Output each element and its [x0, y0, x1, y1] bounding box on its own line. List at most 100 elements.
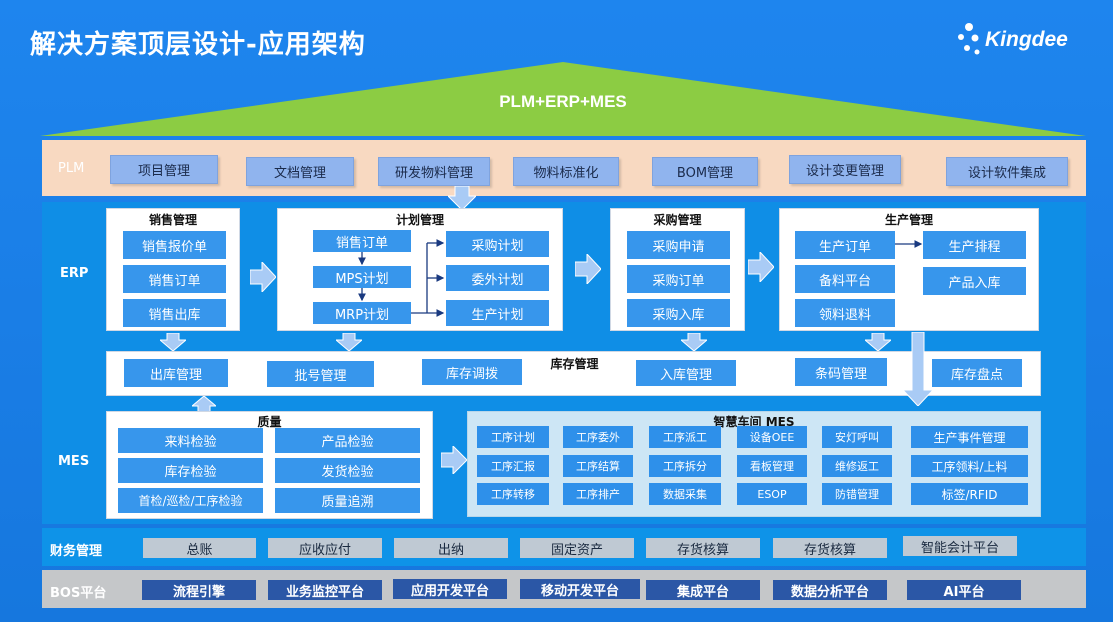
mes-label-rfid[interactable]: 标签/RFID [911, 483, 1028, 505]
sales-outbound[interactable]: 销售出库 [123, 299, 226, 327]
roof-label: PLM+ERP+MES [499, 92, 627, 111]
production-issue-return[interactable]: 领料退料 [795, 299, 895, 327]
sales-order[interactable]: 销售订单 [123, 265, 226, 293]
finance-label: 财务管理 [50, 544, 103, 559]
right-arrow-icon [575, 254, 601, 284]
production-inbound[interactable]: 产品入库 [923, 267, 1026, 295]
sales-quote[interactable]: 销售报价单 [123, 231, 226, 259]
production-title: 生产管理 [884, 213, 933, 227]
plan-mrp[interactable]: MRP计划 [313, 302, 411, 324]
fin-inventory-cost[interactable]: 存货核算 [646, 538, 760, 558]
plan-production-plan[interactable]: 生产计划 [446, 300, 549, 326]
sales-title: 销售管理 [148, 213, 197, 227]
fin-smart-accounting[interactable]: 智能会计平台 [903, 536, 1017, 556]
mes-event[interactable]: 生产事件管理 [911, 426, 1028, 448]
plan-sales-order[interactable]: 销售订单 [313, 230, 411, 252]
quality-trace[interactable]: 质量追溯 [275, 488, 420, 513]
workshop-title: 智慧车间 MES [713, 415, 795, 429]
quality-incoming[interactable]: 来料检验 [118, 428, 263, 453]
inventory-inbound[interactable]: 入库管理 [636, 360, 736, 386]
plm-item-material-std[interactable]: 物料标准化 [513, 157, 619, 186]
down-arrow-icon [160, 333, 186, 351]
mes-label: MES [58, 454, 90, 469]
production-scheduling[interactable]: 生产排程 [923, 231, 1026, 259]
inventory-barcode[interactable]: 条码管理 [795, 358, 887, 386]
bos-analytics[interactable]: 数据分析平台 [773, 580, 887, 600]
kingdee-dots-icon [958, 23, 980, 55]
plm-item-design-change[interactable]: 设计变更管理 [789, 155, 901, 184]
right-arrow-icon [748, 252, 774, 282]
mes-op-settle[interactable]: 工序结算 [563, 455, 633, 477]
fin-general-ledger[interactable]: 总账 [143, 538, 256, 558]
quality-title: 质量 [257, 415, 282, 429]
production-kitting[interactable]: 备料平台 [795, 265, 895, 293]
page-title: 解决方案顶层设计-应用架构 [30, 30, 366, 60]
plm-item-project[interactable]: 项目管理 [110, 155, 218, 184]
inventory-batch[interactable]: 批号管理 [267, 361, 374, 387]
plm-item-document[interactable]: 文档管理 [246, 157, 354, 186]
bos-label: BOS平台 [50, 586, 107, 601]
purchase-order[interactable]: 采购订单 [627, 265, 730, 293]
inventory-stocktake[interactable]: 库存盘点 [932, 359, 1022, 387]
bos-app-dev[interactable]: 应用开发平台 [393, 579, 507, 599]
bos-ai[interactable]: AI平台 [907, 580, 1021, 600]
quality-shipping[interactable]: 发货检验 [275, 458, 420, 483]
plan-title: 计划管理 [395, 213, 444, 227]
production-order[interactable]: 生产订单 [795, 231, 895, 259]
right-arrow-icon [250, 262, 276, 292]
fin-ar-ap[interactable]: 应收应付 [268, 538, 382, 558]
mes-op-transfer[interactable]: 工序转移 [477, 483, 549, 505]
plan-connectors [358, 239, 445, 317]
quality-product[interactable]: 产品检验 [275, 428, 420, 453]
production-connector [895, 240, 923, 248]
inventory-panel: 库存管理 [106, 351, 1041, 396]
fin-inventory-cost-2[interactable]: 存货核算 [773, 538, 887, 558]
kingdee-logo: Kingdee [955, 20, 1085, 64]
up-arrow-icon [192, 396, 216, 414]
mes-board[interactable]: 看板管理 [737, 455, 807, 477]
purchase-request[interactable]: 采购申请 [627, 231, 730, 259]
plm-item-cad-integration[interactable]: 设计软件集成 [946, 157, 1068, 186]
down-arrow-icon [448, 186, 476, 210]
mes-op-report[interactable]: 工序汇报 [477, 455, 549, 477]
mes-poka-yoke[interactable]: 防错管理 [822, 483, 892, 505]
logo-text: Kingdee [985, 28, 1068, 51]
down-arrow-icon [903, 332, 933, 406]
mes-feeding[interactable]: 工序领料/上料 [911, 455, 1028, 477]
bos-mobile-dev[interactable]: 移动开发平台 [520, 579, 640, 599]
plan-subcontract-plan[interactable]: 委外计划 [446, 265, 549, 291]
mes-andon[interactable]: 安灯呼叫 [822, 426, 892, 448]
plm-label: PLM [58, 161, 85, 176]
inventory-outbound[interactable]: 出库管理 [124, 359, 228, 387]
roof-triangle [40, 62, 1086, 136]
erp-label: ERP [60, 266, 89, 281]
mes-rework[interactable]: 维修返工 [822, 455, 892, 477]
right-arrow-icon [441, 446, 467, 474]
mes-op-plan[interactable]: 工序计划 [477, 426, 549, 448]
bos-monitor[interactable]: 业务监控平台 [268, 580, 382, 600]
quality-stock[interactable]: 库存检验 [118, 458, 263, 483]
mes-data-collect[interactable]: 数据采集 [649, 483, 721, 505]
mes-op-split[interactable]: 工序拆分 [649, 455, 721, 477]
bos-integration[interactable]: 集成平台 [646, 580, 760, 600]
fin-cashier[interactable]: 出纳 [394, 538, 508, 558]
quality-inprocess[interactable]: 首检/巡检/工序检验 [118, 488, 263, 513]
purchase-inbound[interactable]: 采购入库 [627, 299, 730, 327]
down-arrow-icon [336, 333, 362, 351]
inventory-title: 库存管理 [550, 357, 599, 371]
down-arrow-icon [681, 333, 707, 351]
mes-op-dispatch[interactable]: 工序派工 [649, 426, 721, 448]
plm-item-bom[interactable]: BOM管理 [652, 157, 758, 186]
plm-item-rd-material[interactable]: 研发物料管理 [378, 157, 490, 186]
inventory-transfer[interactable]: 库存调拨 [422, 359, 522, 385]
purchase-title: 采购管理 [653, 213, 702, 227]
mes-esop[interactable]: ESOP [737, 483, 807, 505]
plan-purchase-plan[interactable]: 采购计划 [446, 231, 549, 257]
plan-mps[interactable]: MPS计划 [313, 266, 411, 288]
fin-fixed-assets[interactable]: 固定资产 [520, 538, 634, 558]
mes-op-schedule[interactable]: 工序排产 [563, 483, 633, 505]
mes-op-outsource[interactable]: 工序委外 [563, 426, 633, 448]
down-arrow-icon [865, 333, 891, 351]
bos-workflow[interactable]: 流程引擎 [142, 580, 256, 600]
mes-equip-oee[interactable]: 设备OEE [737, 426, 807, 448]
